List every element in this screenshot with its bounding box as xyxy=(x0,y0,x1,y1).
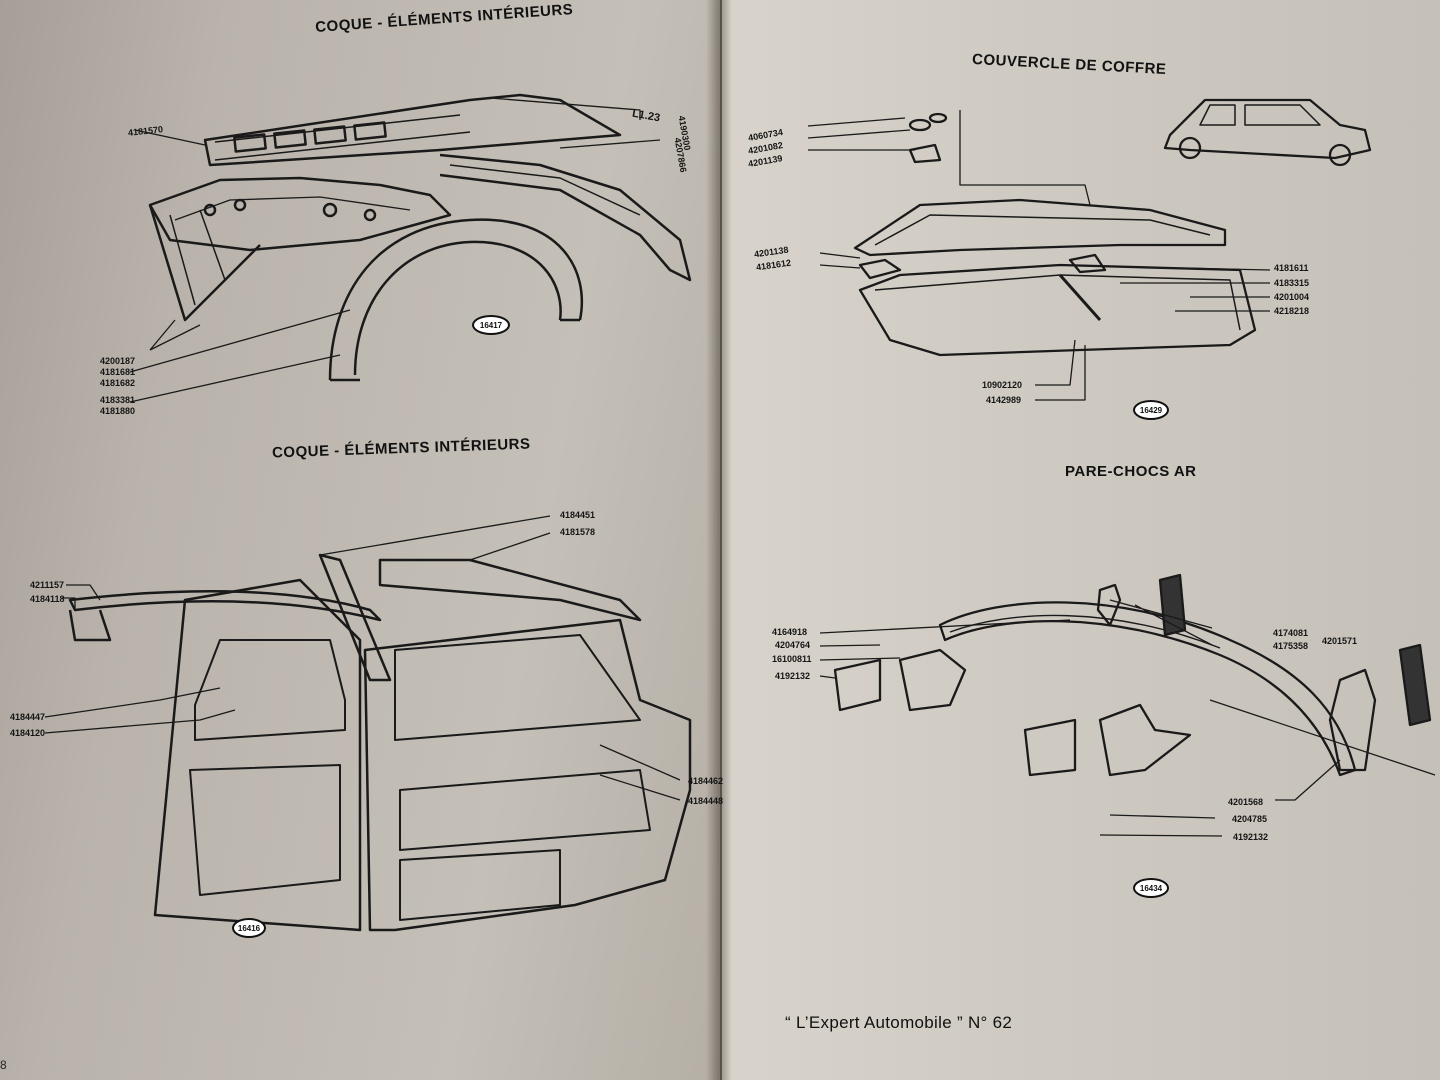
part-number: 4200187 xyxy=(100,356,136,366)
part-number: 4201571 xyxy=(1322,636,1358,646)
part-number: 4218218 xyxy=(1274,306,1310,316)
figure-ref-badge: 16417 xyxy=(472,315,510,335)
part-number: 4184448 xyxy=(688,796,724,806)
part-number: 4201568 xyxy=(1228,797,1264,807)
part-number: 4181578 xyxy=(560,527,596,537)
part-number: 4184451 xyxy=(560,510,596,520)
book-gutter xyxy=(706,0,732,1080)
part-number: 4201004 xyxy=(1274,292,1310,302)
right-page xyxy=(722,0,1440,1080)
section-title-pare-chocs: PARE-CHOCS AR xyxy=(1065,463,1197,480)
part-number: 4175358 xyxy=(1273,641,1309,651)
part-number: 4184120 xyxy=(10,728,46,738)
part-number: 4174081 xyxy=(1273,628,1309,638)
part-number: 4181611 xyxy=(1274,263,1309,273)
part-number: 4184462 xyxy=(688,776,724,786)
page-number: 8 xyxy=(0,1058,7,1072)
part-number: 16100811 xyxy=(772,654,812,664)
figure-ref-badge: 16434 xyxy=(1133,878,1169,898)
publication-footer: “ L’Expert Automobile ” N° 62 xyxy=(785,1013,1013,1032)
figure-ref-badge: 16416 xyxy=(232,918,266,938)
part-number: 4183381 xyxy=(100,395,136,405)
part-number: 4204764 xyxy=(775,640,811,650)
part-number: 4183315 xyxy=(1274,278,1310,288)
part-number: 10902120 xyxy=(982,380,1023,390)
diagram-coque-upper xyxy=(129,93,692,403)
part-number: 4211157 xyxy=(30,580,65,590)
part-number: 4181681 xyxy=(100,367,136,377)
part-number: 4181880 xyxy=(100,406,136,416)
part-number: 4142989 xyxy=(986,395,1022,405)
diagram-coque-doors xyxy=(44,515,692,932)
part-number: 4181682 xyxy=(100,378,136,388)
part-number: 4192132 xyxy=(775,671,811,681)
part-number: 4184447 xyxy=(10,712,46,722)
part-number: 4192132 xyxy=(1233,832,1269,842)
part-number: 4164918 xyxy=(772,627,808,637)
part-number: 4184118 xyxy=(30,594,65,604)
figure-ref-badge: 16429 xyxy=(1133,400,1169,420)
part-number: 4204785 xyxy=(1232,814,1268,824)
